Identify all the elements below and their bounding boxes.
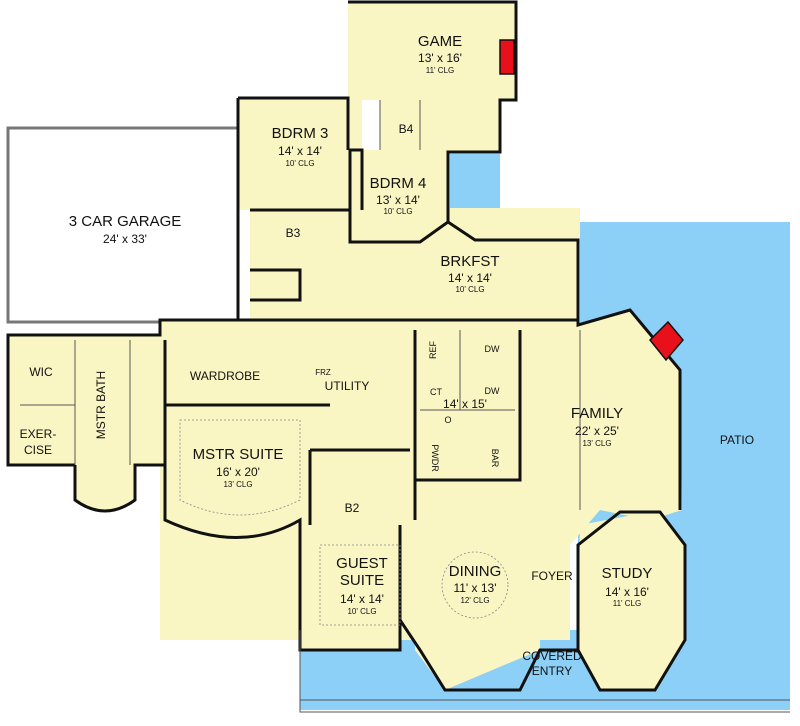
dw1-label: DW — [485, 344, 500, 354]
guest-suite-label-1: GUEST — [336, 555, 388, 572]
brkfst-ceiling: 10' CLG — [455, 285, 484, 294]
game-ceiling: 11' CLG — [426, 66, 455, 75]
study-label: STUDY — [602, 565, 653, 582]
mstr-bath-label: MSTR BATH — [94, 371, 108, 439]
bdrm3-ceiling: 10' CLG — [285, 159, 314, 168]
family-ceiling: 13' CLG — [582, 439, 611, 448]
bdrm4-size: 13' x 14' — [376, 193, 420, 207]
exercise-label-2: CISE — [24, 443, 52, 457]
game-fireplace-icon — [499, 39, 515, 75]
b2-label: B2 — [345, 501, 360, 515]
bar-label: BAR — [490, 449, 500, 468]
covered-entry-label-1: COVERED — [522, 649, 582, 663]
wardrobe-label: WARDROBE — [190, 369, 260, 383]
mstr-suite-label: MSTR SUITE — [193, 446, 284, 463]
exercise-label-1: EXER- — [20, 427, 57, 441]
garage-label: 3 CAR GARAGE — [69, 213, 182, 230]
utility-label: UTILITY — [325, 379, 370, 393]
ct-label: CT — [430, 387, 442, 397]
guest-suite-label-2: SUITE — [340, 572, 384, 589]
game-size: 13' x 16' — [418, 51, 462, 65]
dining-size: 11' x 13' — [453, 581, 496, 595]
family-fireplace-icon — [648, 320, 684, 362]
patio-label: PATIO — [720, 433, 754, 447]
b3-label: B3 — [286, 226, 301, 240]
walls — [6, 0, 790, 713]
bdrm4-ceiling: 10' CLG — [383, 207, 412, 216]
study-size: 14' x 16' — [605, 585, 649, 599]
guest-suite-size: 14' x 14' — [340, 592, 384, 606]
dw2-label: DW — [485, 386, 500, 396]
brkfst-size: 14' x 14' — [448, 271, 492, 285]
bdrm3-label: BDRM 3 — [272, 125, 329, 142]
covered-entry-label-2: ENTRY — [532, 664, 572, 678]
brkfst-label: BRKFST — [440, 253, 499, 270]
dining-label: DINING — [449, 563, 502, 580]
bdrm3-size: 14' x 14' — [278, 144, 322, 158]
interior-areas — [8, 2, 685, 690]
wic-label: WIC — [29, 365, 53, 379]
family-label: FAMILY — [571, 405, 623, 422]
guest-suite-ceiling: 10' CLG — [347, 607, 376, 616]
family-size: 22' x 25' — [575, 424, 619, 438]
room-labels: GAME 13' x 16' 11' CLG BDRM 3 14' x 14' … — [20, 33, 754, 678]
mstr-suite-ceiling: 13' CLG — [223, 480, 252, 489]
pwdr-label: PWDR — [430, 444, 440, 472]
frz-label: FRZ — [315, 368, 331, 377]
study-ceiling: 11' CLG — [613, 599, 642, 608]
kitchen-size: 14' x 15' — [443, 397, 487, 411]
b4-label: B4 — [399, 122, 414, 136]
game-label: GAME — [418, 33, 462, 50]
oven-label: O — [444, 415, 451, 425]
dining-ceiling: 12' CLG — [460, 596, 489, 605]
foyer-label: FOYER — [531, 569, 573, 583]
mstr-suite-size: 16' x 20' — [216, 465, 260, 479]
bdrm4-label: BDRM 4 — [370, 175, 427, 192]
garage-size: 24' x 33' — [103, 232, 147, 246]
ref-label: REF — [428, 340, 438, 359]
